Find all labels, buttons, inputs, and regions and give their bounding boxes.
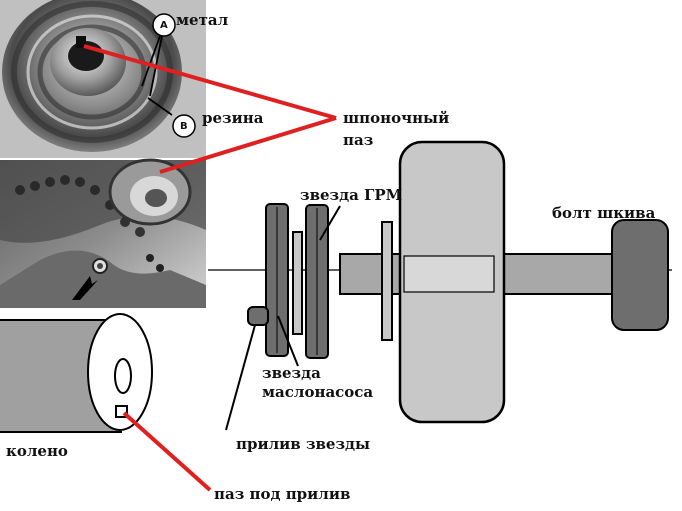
label-rubber: резина <box>202 109 264 127</box>
crankshaft-drawing <box>0 313 153 433</box>
label-sprocket-boss: прилив звезды <box>236 435 371 453</box>
thin-washer <box>292 231 303 335</box>
label-boss-slot: паз под прилив <box>214 485 351 503</box>
pulley-bolt-head <box>611 219 669 331</box>
label-oil-pump-sprocket-line1: звезда <box>262 364 321 382</box>
label-keyway-line2: паз <box>343 131 374 149</box>
marker-a-letter: A <box>160 20 168 31</box>
sprocket-boss <box>247 306 269 326</box>
boss-slot-square <box>115 405 128 418</box>
shaft-assembly <box>208 140 672 424</box>
marker-a-circle <box>152 13 176 37</box>
marker-b-circle <box>172 114 196 138</box>
engine-photo <box>0 158 206 308</box>
label-pulley-bolt: болт шкива <box>552 204 656 222</box>
label-keyway-line1: шпоночный <box>343 109 450 127</box>
label-oil-pump-sprocket-line2: маслонасоса <box>262 383 374 401</box>
label-metal: метал <box>176 11 229 29</box>
marker-b-letter: B <box>180 121 188 132</box>
label-timing-sprocket: звезда ГРМ <box>300 186 403 204</box>
spacer-washer <box>381 221 393 341</box>
pointer-lines <box>83 44 341 492</box>
label-crankshaft: колено <box>6 442 68 460</box>
